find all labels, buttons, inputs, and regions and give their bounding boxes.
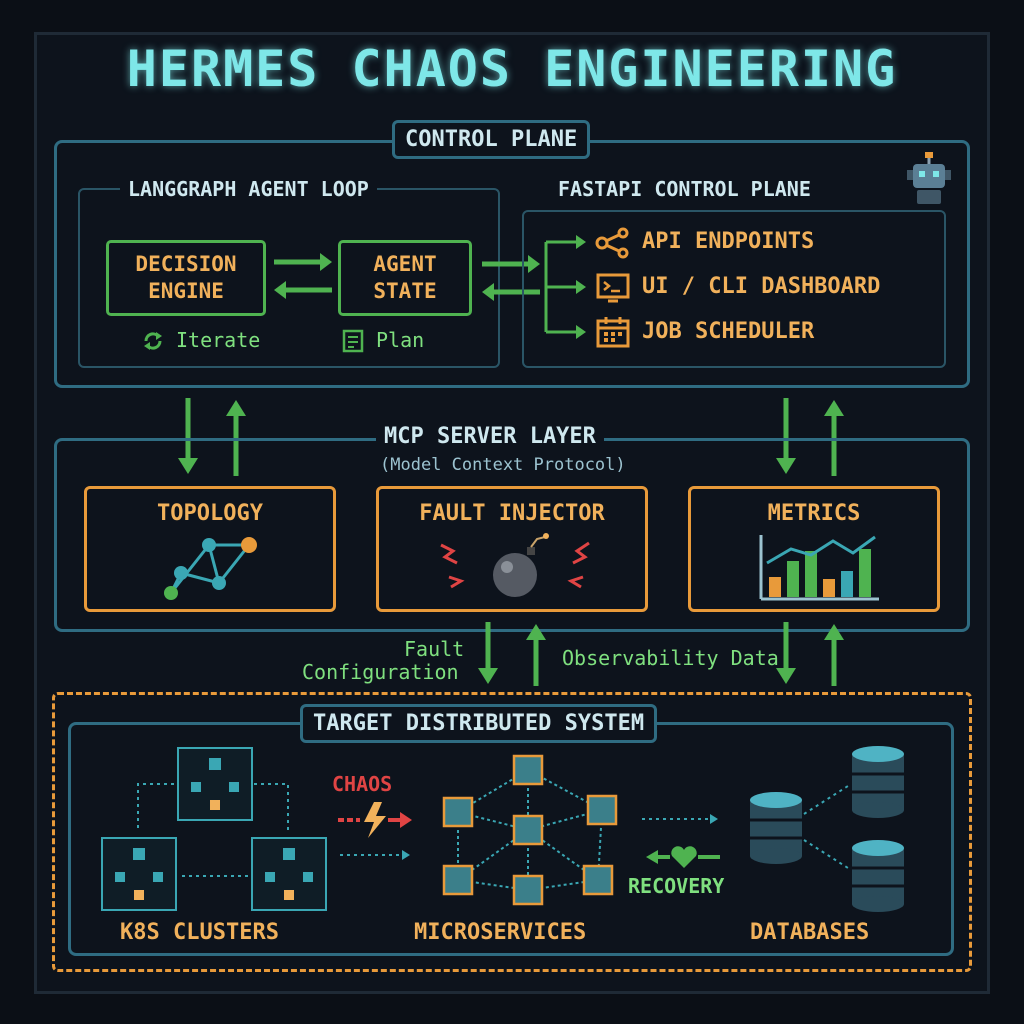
lightning-icon xyxy=(338,802,412,838)
fastapi-title: FASTAPI CONTROL PLANE xyxy=(550,177,819,201)
topology-label: TOPOLOGY xyxy=(157,501,263,526)
fastapi-panel xyxy=(522,210,946,368)
k8s-clusters-icon xyxy=(101,747,327,911)
micro-db-dots xyxy=(642,814,718,824)
iterate-label: Iterate xyxy=(176,328,261,352)
topology-graph-icon xyxy=(164,537,257,600)
fastapi-branch-arrows xyxy=(544,235,586,339)
k8s-clusters-label: K8S CLUSTERS xyxy=(120,920,279,945)
fastapi-item-job-scheduler: JOB SCHEDULER xyxy=(642,319,815,344)
heart-icon xyxy=(646,846,720,868)
observability-label: Observability Data xyxy=(562,646,779,670)
microservices-label: MICROSERVICES xyxy=(414,920,587,945)
target-outer-dashed xyxy=(52,692,972,972)
fastapi-item-dashboard: UI / CLI DASHBOARD xyxy=(642,274,881,299)
topology-box: TOPOLOGY xyxy=(84,486,336,612)
metrics-label: METRICS xyxy=(767,501,861,526)
mcp-subtitle: (Model Context Protocol) xyxy=(372,455,634,475)
k8s-micro-dots xyxy=(340,850,410,860)
langgraph-title: LANGGRAPH AGENT LOOP xyxy=(120,177,377,201)
metrics-box: METRICS xyxy=(688,486,940,612)
control-mcp-arrows-left xyxy=(178,398,246,476)
databases-label: DATABASES xyxy=(750,920,870,945)
diagram-title: HERMES CHAOS ENGINEERING xyxy=(126,40,898,98)
loop-arrows xyxy=(274,253,332,299)
fastapi-item-api-endpoints: API ENDPOINTS xyxy=(642,229,815,254)
recovery-label: RECOVERY xyxy=(628,874,725,898)
microservices-mesh-icon xyxy=(442,754,618,906)
mcp-title: MCP SERVER LAYER xyxy=(376,424,604,449)
plan-label: Plan xyxy=(376,328,425,352)
fault-injector-label: FAULT INJECTOR xyxy=(419,501,605,526)
control-mcp-arrows-right xyxy=(776,398,844,476)
mcp-target-arrows-right xyxy=(776,622,844,686)
agent-state-box: AGENT STATE xyxy=(338,240,472,316)
fault-injector-box: FAULT INJECTOR xyxy=(376,486,648,612)
langgraph-fastapi-arrows xyxy=(482,255,540,301)
robot-icon xyxy=(907,152,951,204)
plan-icon xyxy=(342,329,364,353)
bar-chart-icon xyxy=(759,535,879,601)
databases-icon xyxy=(750,746,904,912)
iterate-icon xyxy=(144,332,162,350)
control-plane-label: CONTROL PLANE xyxy=(392,120,591,159)
decision-engine-label: DECISION ENGINE xyxy=(135,252,237,303)
terminal-icon xyxy=(596,273,630,303)
fault-config-label-2: Configuration xyxy=(302,660,459,684)
share-nodes-icon xyxy=(595,227,629,259)
bomb-icon xyxy=(440,533,590,597)
fault-config-label-1: Fault xyxy=(404,637,465,661)
chaos-label: CHAOS xyxy=(332,772,393,796)
target-title: TARGET DISTRIBUTED SYSTEM xyxy=(300,704,658,743)
decision-engine-box: DECISION ENGINE xyxy=(106,240,266,316)
agent-state-label: AGENT STATE xyxy=(373,252,437,303)
mcp-target-arrows-left xyxy=(478,622,546,686)
calendar-icon xyxy=(596,317,630,348)
